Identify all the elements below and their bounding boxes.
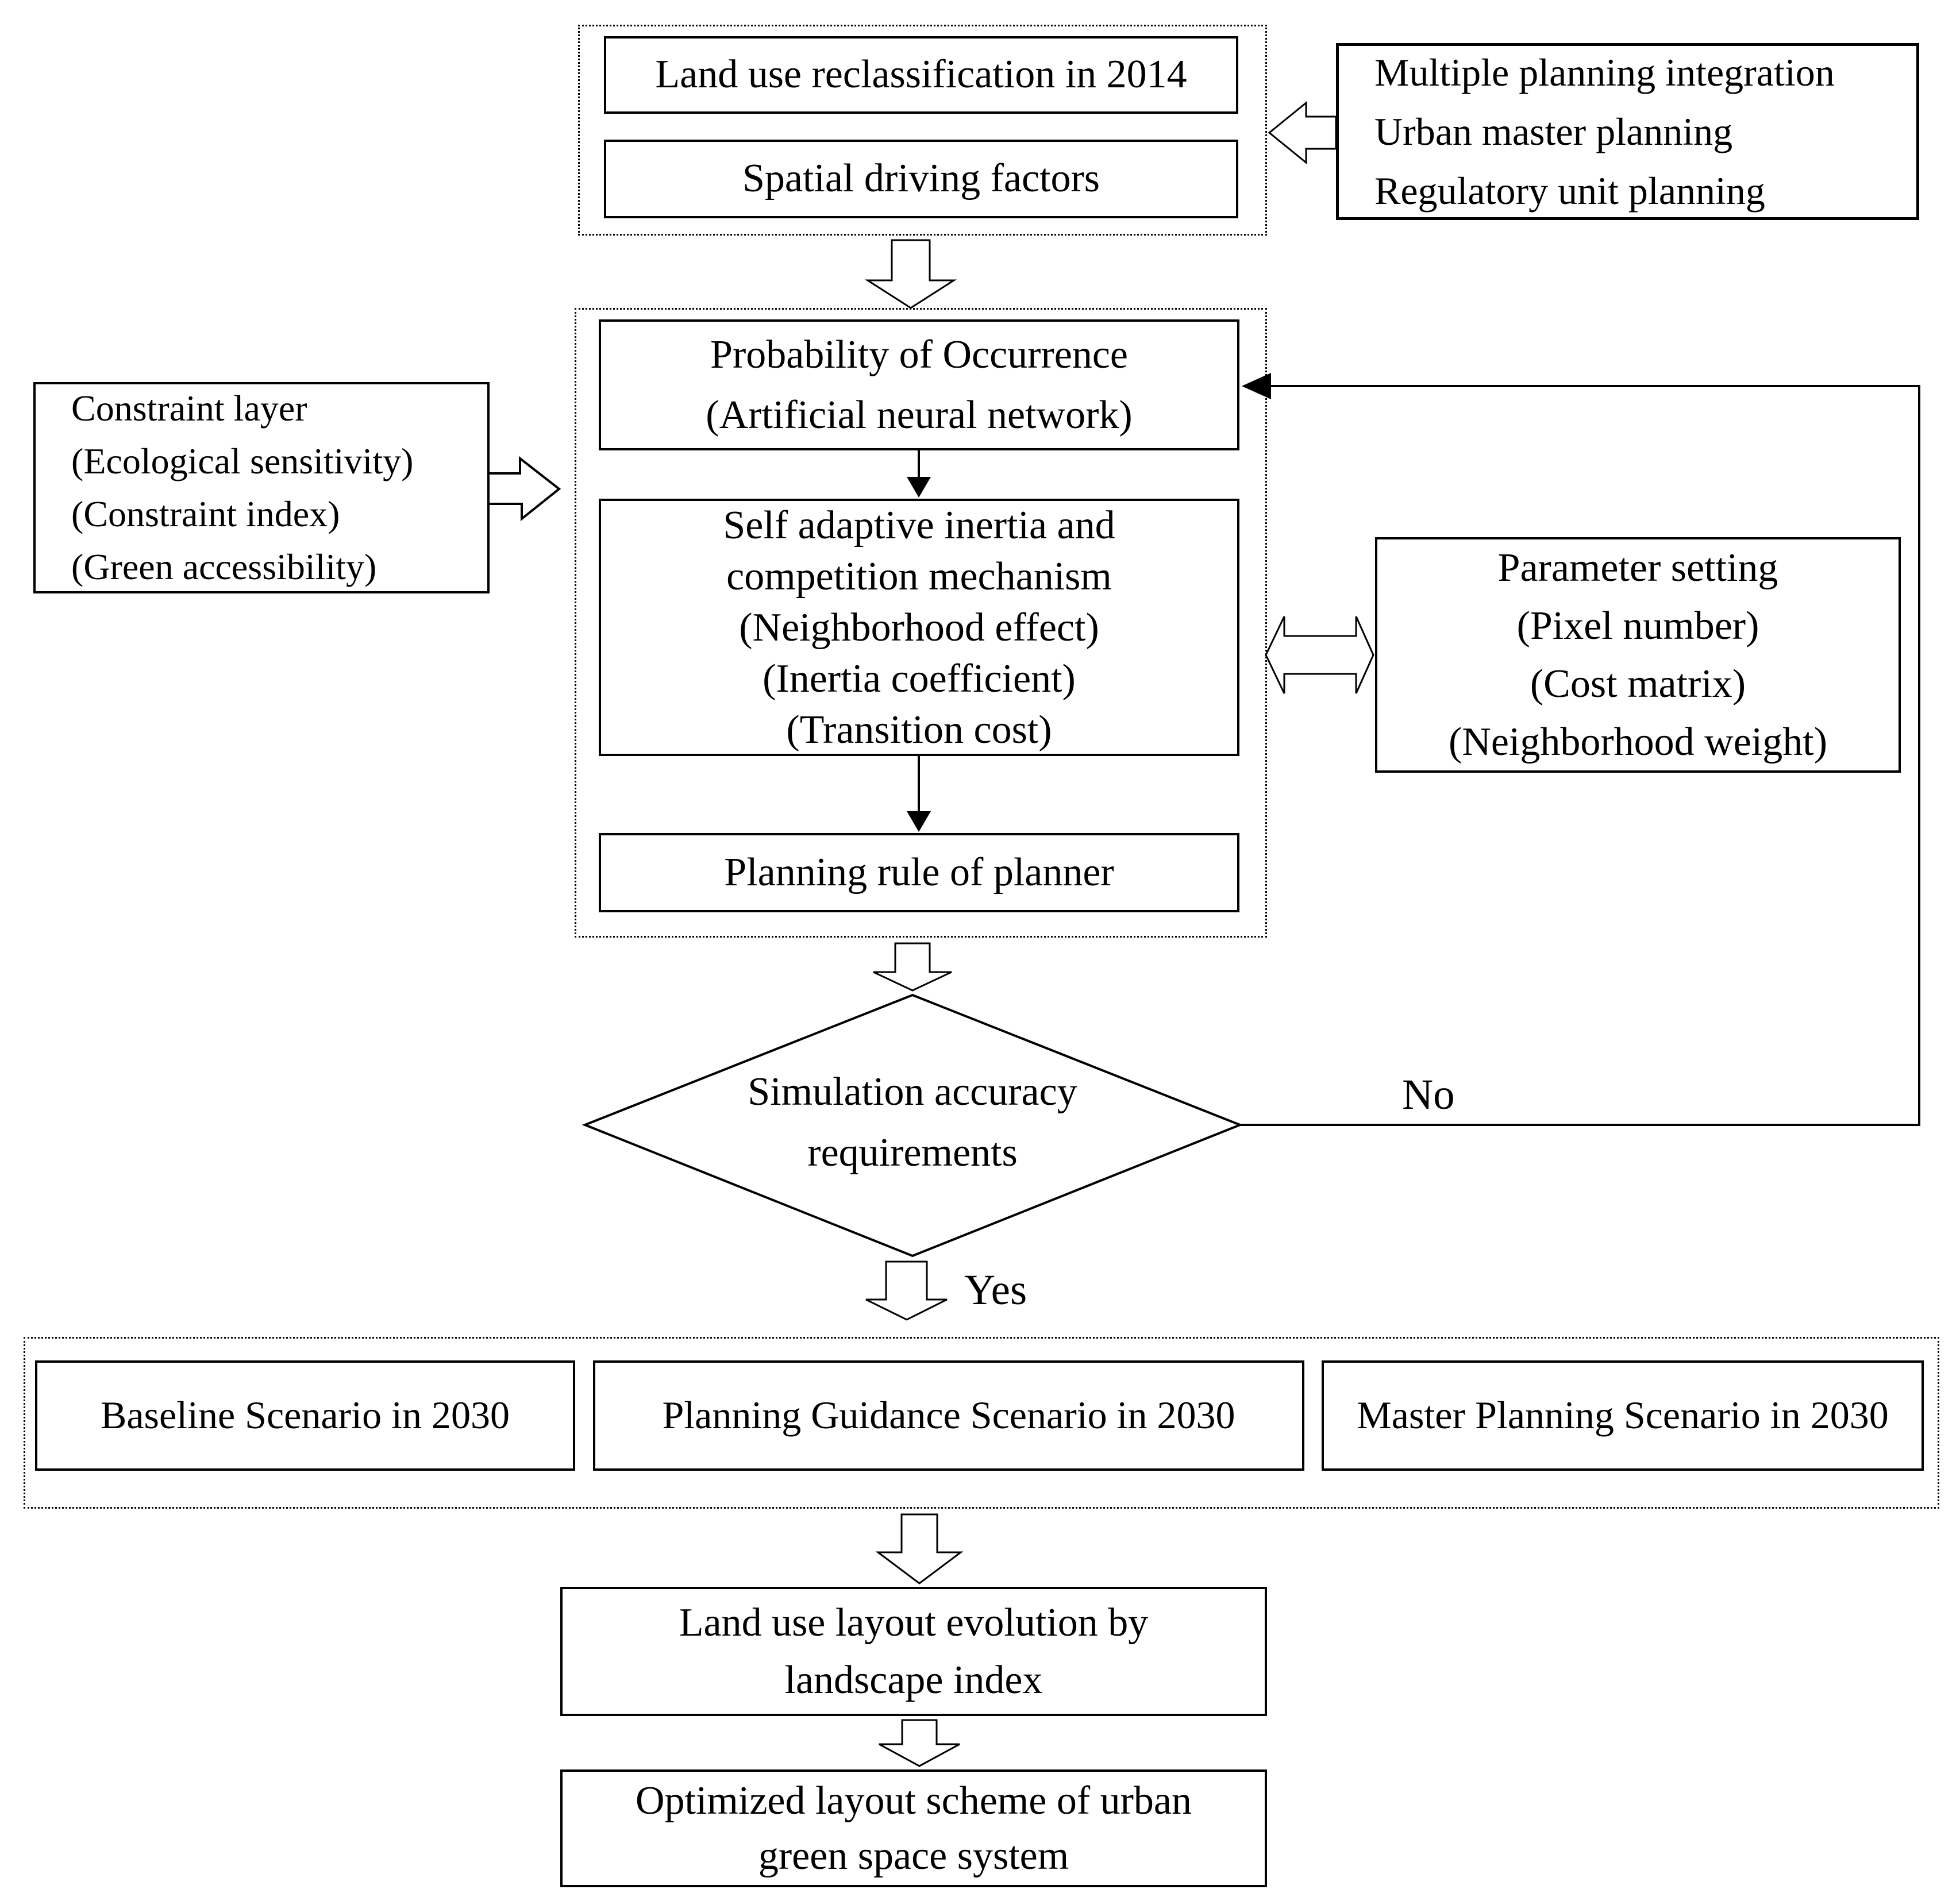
inputs-group-container (578, 25, 1267, 236)
planning-guidance-scenario-label: Planning Guidance Scenario in 2030 (662, 1393, 1235, 1437)
decision-line-1: Simulation accuracy (748, 1070, 1077, 1114)
arrow-right-constraint-to-model-icon (490, 456, 561, 522)
self-adaptive-line-2: competition mechanism (726, 554, 1112, 599)
planning-sources-box: Multiple planning integration Urban mast… (1336, 43, 1919, 220)
parameter-line-2: (Pixel number) (1516, 604, 1759, 648)
land-use-reclassification-label: Land use reclassification in 2014 (655, 52, 1187, 97)
decision-line-2: requirements (807, 1131, 1018, 1175)
evolution-line-1: Land use layout evolution by (679, 1600, 1149, 1645)
parameter-line-1: Parameter setting (1497, 546, 1778, 590)
baseline-scenario-label: Baseline Scenario in 2030 (101, 1393, 510, 1437)
planning-rule-box: Planning rule of planner (599, 833, 1239, 912)
arrow-double-model-parameter-icon (1265, 616, 1374, 694)
self-adaptive-line-4: (Inertia coefficient) (763, 656, 1076, 701)
evolution-line-2: landscape index (784, 1657, 1043, 1702)
land-use-reclassification-box: Land use reclassification in 2014 (604, 36, 1238, 114)
constraint-line-2: (Ecological sensitivity) (71, 441, 414, 481)
decision-diamond-label: Simulation accuracy requirements (671, 1062, 1154, 1183)
optimized-line-1: Optimized layout scheme of urban (635, 1778, 1192, 1823)
master-planning-scenario-label: Master Planning Scenario in 2030 (1357, 1393, 1889, 1437)
scenarios-group-container (24, 1337, 1939, 1509)
constraint-line-3: (Constraint index) (71, 494, 340, 534)
probability-line-1: Probability of Occurrence (710, 333, 1128, 377)
spatial-driving-factors-label: Spatial driving factors (742, 156, 1100, 201)
parameter-line-4: (Neighborhood weight) (1448, 720, 1828, 764)
planning-guidance-scenario-box: Planning Guidance Scenario in 2030 (593, 1360, 1304, 1471)
spatial-driving-factors-box: Spatial driving factors (604, 140, 1238, 218)
planning-sources-line-1: Multiple planning integration (1374, 50, 1835, 94)
constraint-line-4: (Green accessibility) (71, 546, 377, 587)
optimized-line-2: green space system (758, 1833, 1069, 1878)
optimized-layout-box: Optimized layout scheme of urban green s… (560, 1769, 1267, 1887)
arrow-down-evolution-to-optimized-icon (879, 1719, 960, 1767)
probability-line-2: (Artificial neural network) (706, 393, 1133, 437)
arrow-down-yes-to-scenarios-icon (865, 1260, 948, 1321)
yes-branch-label: Yes (964, 1266, 1027, 1314)
arrow-left-sources-to-inputs-icon (1268, 101, 1337, 165)
parameter-line-3: (Cost matrix) (1530, 662, 1746, 706)
planning-sources-line-2: Urban master planning (1374, 109, 1733, 153)
arrow-down-inputs-to-model-icon (864, 239, 957, 309)
planning-rule-label: Planning rule of planner (724, 850, 1114, 895)
constraint-line-1: Constraint layer (71, 388, 307, 429)
parameter-setting-box: Parameter setting (Pixel number) (Cost m… (1375, 537, 1901, 773)
self-adaptive-mechanism-box: Self adaptive inertia and competition me… (599, 499, 1239, 756)
master-planning-scenario-box: Master Planning Scenario in 2030 (1322, 1360, 1924, 1471)
self-adaptive-line-5: (Transition cost) (786, 707, 1052, 752)
self-adaptive-line-3: (Neighborhood effect) (739, 605, 1099, 650)
landscape-index-evolution-box: Land use layout evolution by landscape i… (560, 1587, 1267, 1716)
no-branch-label: No (1402, 1071, 1455, 1119)
constraint-layer-box: Constraint layer (Ecological sensitivity… (33, 382, 490, 593)
planning-sources-line-3: Regulatory unit planning (1374, 168, 1765, 213)
arrow-down-scenarios-to-evolution-icon (875, 1513, 964, 1584)
arrow-down-model-to-decision-icon (873, 942, 952, 992)
probability-of-occurrence-box: Probability of Occurrence (Artificial ne… (599, 319, 1239, 450)
baseline-scenario-box: Baseline Scenario in 2030 (35, 1360, 575, 1471)
self-adaptive-line-1: Self adaptive inertia and (723, 503, 1115, 548)
